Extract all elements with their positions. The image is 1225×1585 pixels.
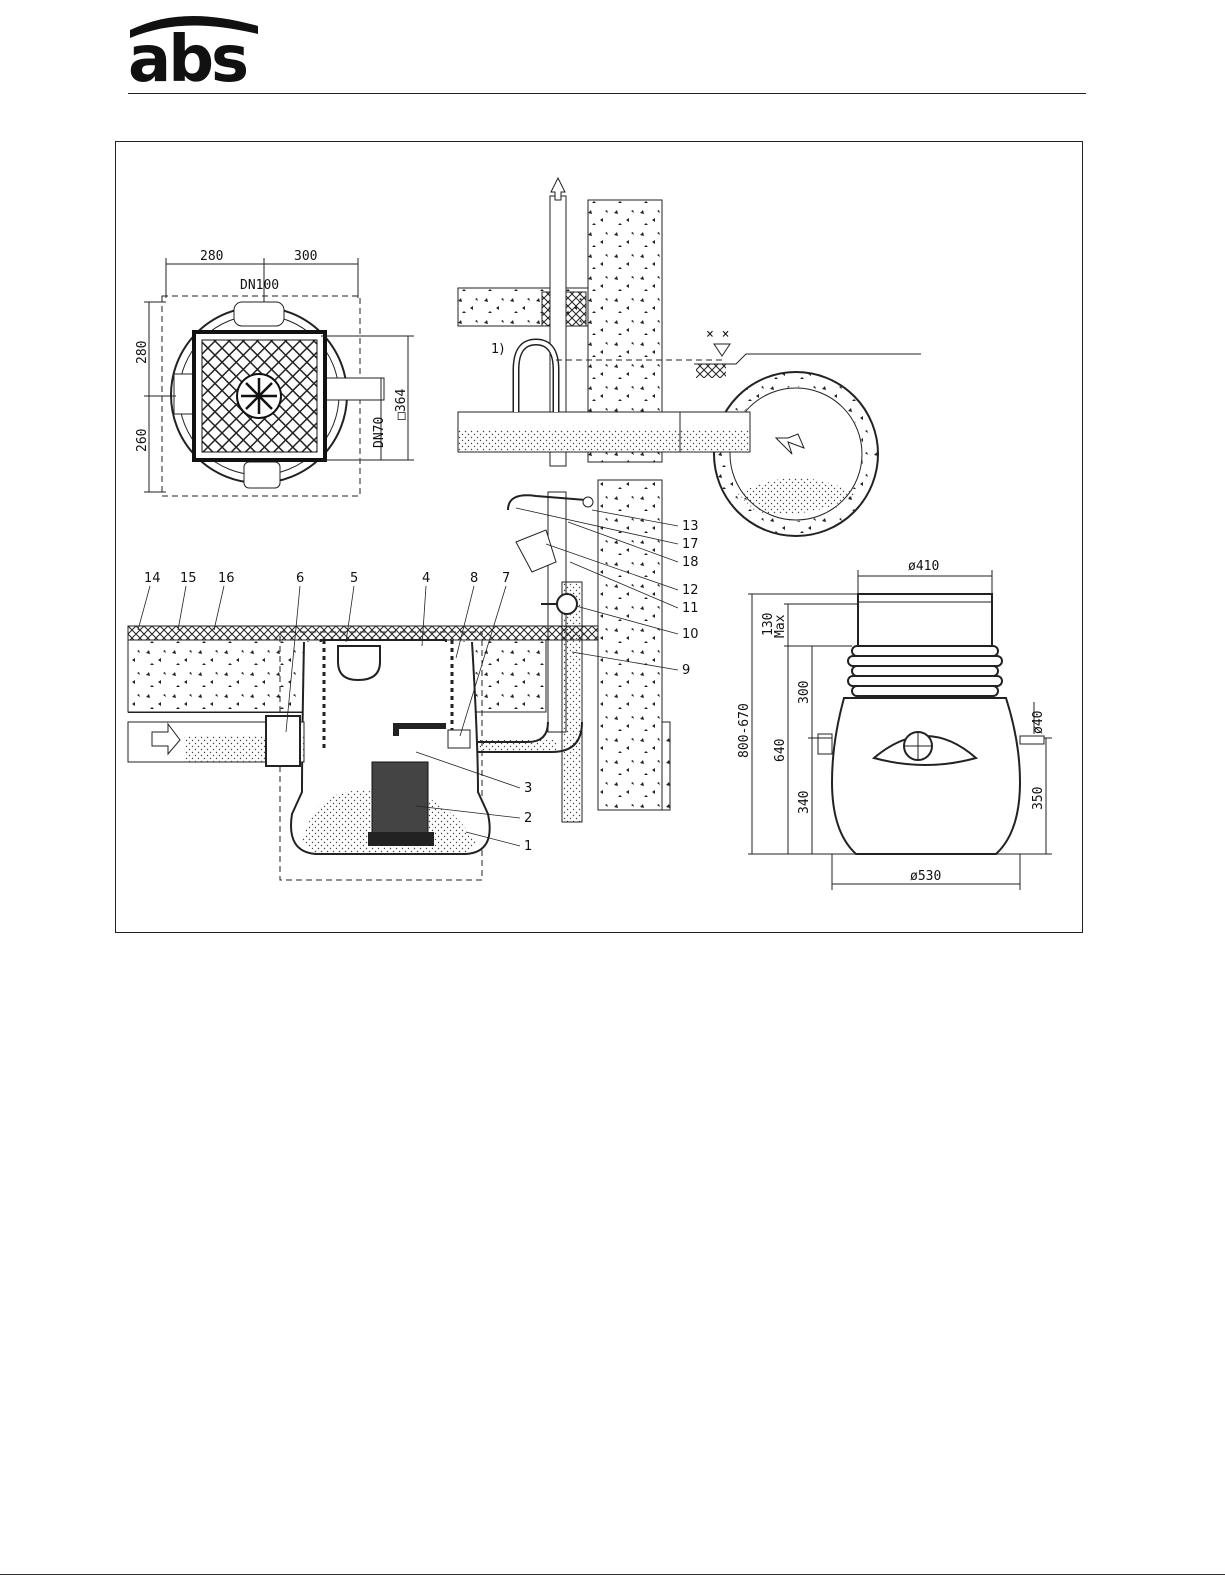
callout-7: 7	[502, 571, 510, 586]
side-view: ø410 ø530 800-670 130 Max 640 300 340 35…	[737, 559, 1052, 890]
drawing-frame: 280 300 DN100 280 260 DN70 □364 1) × ×	[115, 141, 1083, 933]
callout-2: 2	[524, 811, 532, 826]
callout-14: 14	[144, 571, 161, 586]
water-level-mark: × ×	[706, 327, 729, 342]
side-dia-40: ø40	[1031, 711, 1046, 734]
callout-11: 11	[682, 601, 699, 616]
side-height-340: 340	[797, 791, 812, 814]
plan-view: 280 300 DN100 280 260 DN70 □364	[135, 249, 414, 496]
logo-text: abs	[128, 28, 246, 92]
note-1: 1)	[491, 342, 504, 357]
plan-inlet-label: DN100	[240, 278, 279, 293]
callout-8: 8	[470, 571, 478, 586]
header-rule	[128, 93, 1086, 94]
callout-5: 5	[350, 571, 358, 586]
side-dia-410: ø410	[908, 559, 939, 574]
footer-rule	[0, 1574, 1225, 1575]
plan-outlet-label: DN70	[372, 417, 387, 448]
callout-4: 4	[422, 571, 430, 586]
side-height-300: 300	[797, 681, 812, 704]
installation-drawing: 280 300 DN100 280 260 DN70 □364 1) × ×	[116, 142, 1084, 934]
callout-3: 3	[524, 781, 532, 796]
plan-dim-260: 260	[135, 429, 150, 452]
plan-dim-280-top: 280	[200, 249, 223, 264]
plan-dim-364: □364	[394, 389, 409, 420]
callout-6: 6	[296, 571, 304, 586]
side-height-640: 640	[773, 739, 788, 762]
callout-13: 13	[682, 519, 699, 534]
callout-10: 10	[682, 627, 699, 642]
callout-12: 12	[682, 583, 699, 598]
side-height-total: 800-670	[737, 703, 752, 758]
side-height-350: 350	[1031, 787, 1046, 810]
callout-1: 1	[524, 839, 532, 854]
callout-17: 17	[682, 537, 699, 552]
plan-dim-280-left: 280	[135, 341, 150, 364]
side-height-max-label: Max	[773, 614, 788, 638]
callout-18: 18	[682, 555, 699, 570]
callout-15: 15	[180, 571, 197, 586]
side-dia-530: ø530	[910, 869, 941, 884]
callout-9: 9	[682, 663, 690, 678]
plan-dim-300: 300	[294, 249, 317, 264]
abs-logo: abs	[128, 10, 263, 90]
callout-16: 16	[218, 571, 235, 586]
